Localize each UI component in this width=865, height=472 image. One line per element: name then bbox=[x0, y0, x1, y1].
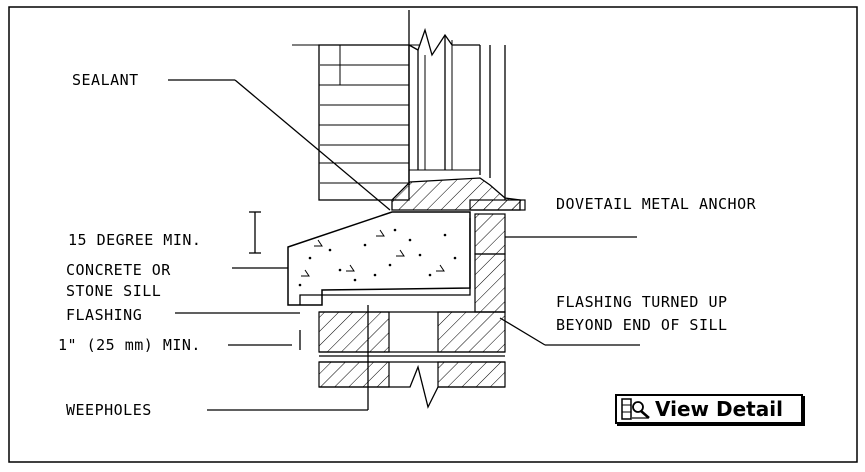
label-concrete-2: STONE SILL bbox=[66, 282, 161, 300]
magnify-detail-icon bbox=[621, 398, 650, 420]
label-degree: 15 DEGREE MIN. bbox=[68, 231, 201, 249]
label-concrete-1: CONCRETE OR bbox=[66, 261, 171, 279]
upper-brick-wall bbox=[292, 44, 420, 201]
label-flashing: FLASHING bbox=[66, 306, 142, 324]
label-sealant: SEALANT bbox=[72, 71, 139, 89]
window-frame bbox=[391, 10, 521, 211]
lower-brick-wall bbox=[318, 311, 506, 409]
inner-brick-right bbox=[474, 213, 506, 313]
view-detail-button[interactable]: View Detail bbox=[615, 394, 803, 424]
concrete-sill bbox=[287, 211, 471, 306]
label-flashing-turned-1: FLASHING TURNED UP bbox=[556, 293, 728, 311]
label-min-dim: 1" (25 mm) MIN. bbox=[58, 336, 201, 354]
flashing-line bbox=[299, 218, 471, 305]
leader-lines bbox=[168, 79, 640, 411]
label-dovetail: DOVETAIL METAL ANCHOR bbox=[556, 195, 757, 213]
drawing-border bbox=[8, 6, 858, 463]
dovetail-anchor-strip bbox=[469, 199, 526, 211]
view-detail-label: View Detail bbox=[655, 397, 783, 421]
label-weepholes: WEEPHOLES bbox=[66, 401, 152, 419]
label-flashing-turned-2: BEYOND END OF SILL bbox=[556, 316, 728, 334]
